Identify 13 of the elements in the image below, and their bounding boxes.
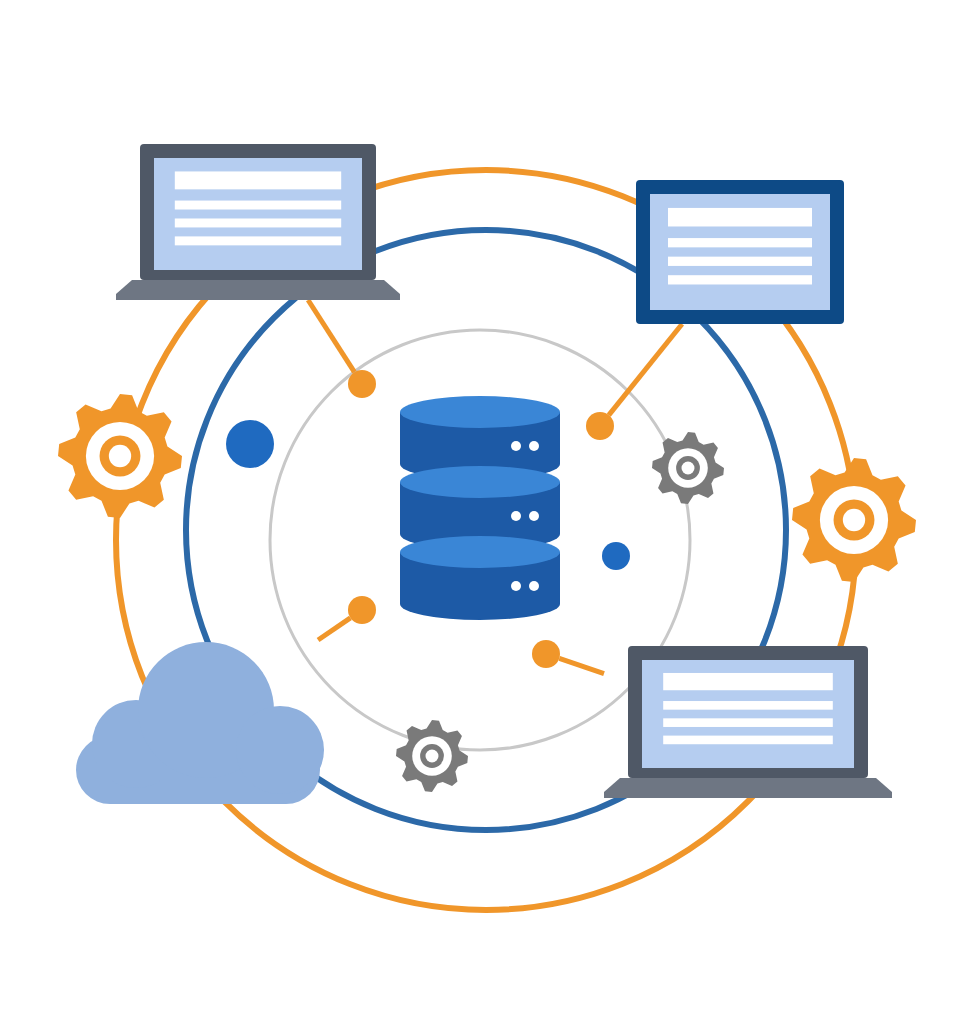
cloud-drawing: [76, 642, 324, 804]
monitor-drawing: [636, 180, 844, 324]
connector-line: [316, 615, 352, 643]
laptop-drawing: [604, 646, 892, 798]
connector-line: [305, 298, 357, 374]
connector-dot: [532, 640, 560, 668]
connector-dot: [348, 596, 376, 624]
laptop-drawing: [116, 144, 400, 300]
connector-dot: [348, 370, 376, 398]
connector-line: [558, 656, 605, 676]
database-drawing: [400, 396, 560, 620]
connector-line: [606, 322, 684, 417]
connector-dot: [586, 412, 614, 440]
